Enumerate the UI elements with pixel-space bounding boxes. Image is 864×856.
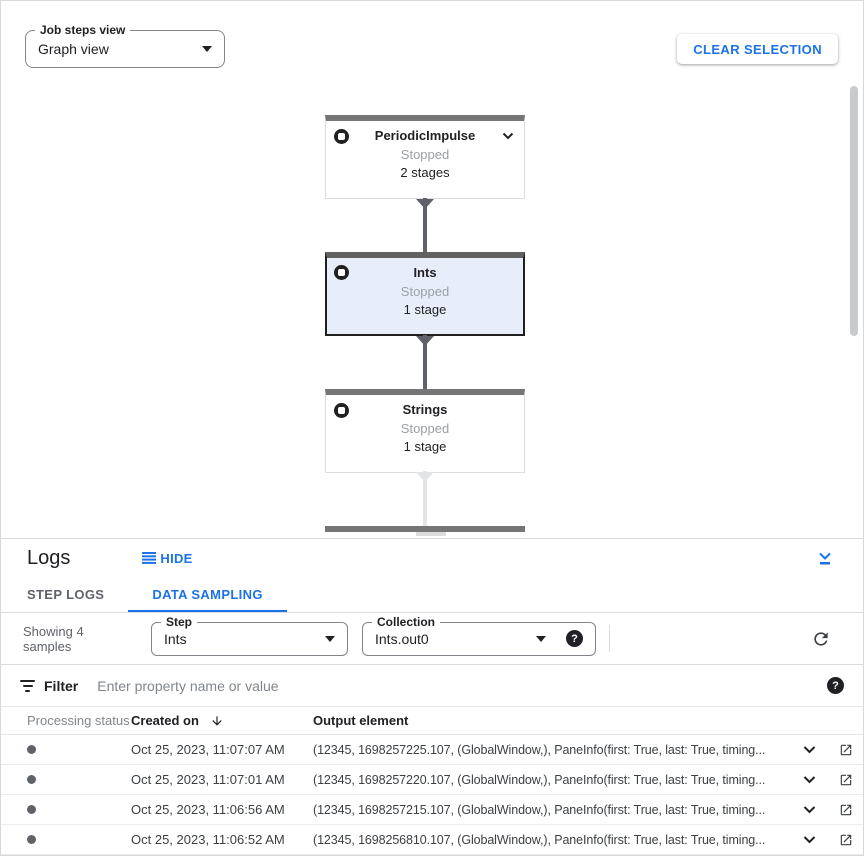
- refresh-icon[interactable]: [809, 627, 833, 651]
- expand-row-chevron-icon[interactable]: [802, 775, 817, 785]
- stopped-status-icon: [334, 403, 349, 418]
- node-title: PeriodicImpulse: [374, 128, 476, 143]
- edge-arrow-icon: [416, 336, 434, 346]
- logs-panel: Logs HIDE STEP LOGS DATA SAMPLING Showin…: [1, 538, 863, 855]
- step-select[interactable]: Step Ints: [151, 614, 348, 656]
- processing-status-dot: [27, 805, 36, 814]
- graph-node-partial: [325, 526, 525, 532]
- output-element-cell: (12345, 1698257220.107, (GlobalWindow,),…: [313, 772, 766, 787]
- created-on-cell: Oct 25, 2023, 11:07:07 AM: [131, 742, 285, 757]
- sort-descending-icon: [212, 715, 222, 726]
- logs-panel-title: Logs: [27, 546, 71, 569]
- column-header-output-element: Output element: [313, 713, 409, 728]
- created-on-cell: Oct 25, 2023, 11:06:56 AM: [131, 802, 285, 817]
- dropdown-arrow-icon: [536, 635, 546, 642]
- logs-panel-header: Logs HIDE: [1, 539, 863, 577]
- hide-label: HIDE: [160, 550, 193, 566]
- expand-row-chevron-icon[interactable]: [802, 805, 817, 815]
- chevron-down-icon[interactable]: [502, 132, 514, 140]
- collection-select-label: Collection: [372, 614, 441, 630]
- node-stages: 2 stages: [400, 165, 450, 180]
- vertical-divider: [609, 625, 610, 652]
- tab-data-sampling[interactable]: DATA SAMPLING: [128, 577, 288, 612]
- open-in-new-icon[interactable]: [838, 832, 854, 848]
- created-on-cell: Oct 25, 2023, 11:07:01 AM: [131, 772, 285, 787]
- job-steps-view-value: Graph view: [38, 41, 109, 57]
- open-in-new-icon[interactable]: [838, 772, 854, 788]
- step-select-label: Step: [161, 614, 198, 630]
- help-icon[interactable]: ?: [566, 630, 583, 647]
- column-header-processing-status: Processing status: [27, 713, 130, 728]
- created-on-cell: Oct 25, 2023, 11:06:52 AM: [131, 832, 285, 847]
- sample-count-text: Showing 4 samples: [23, 623, 84, 654]
- output-element-cell: (12345, 1698257215.107, (GlobalWindow,),…: [313, 802, 766, 817]
- job-steps-view-select[interactable]: Job steps view Graph view: [25, 23, 225, 68]
- clear-selection-button[interactable]: CLEAR SELECTION: [677, 34, 838, 64]
- table-row: Oct 25, 2023, 11:07:01 AM (12345, 169825…: [1, 765, 863, 795]
- created-on-label: Created on: [131, 713, 199, 728]
- collection-select[interactable]: Collection Ints.out0 ?: [362, 614, 596, 656]
- open-in-new-icon[interactable]: [838, 742, 854, 758]
- column-header-created-on[interactable]: Created on: [131, 713, 313, 728]
- expand-row-chevron-icon[interactable]: [802, 745, 817, 755]
- node-status: Stopped: [400, 284, 450, 299]
- processing-status-dot: [27, 775, 36, 784]
- filter-bar: Filter ?: [1, 665, 863, 707]
- table-row: Oct 25, 2023, 11:06:56 AM (12345, 169825…: [1, 795, 863, 825]
- filter-label: Filter: [44, 677, 79, 694]
- graph-edge: [423, 335, 427, 389]
- node-status: Stopped: [400, 421, 450, 436]
- node-stages: 1 stage: [403, 439, 447, 454]
- open-in-new-icon[interactable]: [838, 802, 854, 818]
- graph-node-partial-fragment: [416, 532, 446, 536]
- expand-row-chevron-icon[interactable]: [802, 835, 817, 845]
- help-icon[interactable]: ?: [827, 677, 844, 694]
- stopped-status-icon: [334, 265, 349, 280]
- graph-node-ints[interactable]: Ints Stopped 1 stage: [325, 252, 525, 336]
- processing-status-dot: [27, 745, 36, 754]
- graph-node-periodicimpulse[interactable]: PeriodicImpulse Stopped 2 stages: [325, 115, 525, 199]
- node-title: Ints: [413, 265, 437, 280]
- node-status: Stopped: [400, 147, 450, 162]
- hide-logs-button[interactable]: HIDE: [142, 551, 192, 566]
- logs-tab-bar: STEP LOGS DATA SAMPLING: [1, 577, 863, 613]
- tab-step-logs[interactable]: STEP LOGS: [27, 587, 105, 602]
- dropdown-arrow-icon: [202, 46, 212, 52]
- table-row: Oct 25, 2023, 11:06:52 AM (12345, 169825…: [1, 825, 863, 855]
- stopped-status-icon: [334, 129, 349, 144]
- output-element-cell: (12345, 1698257225.107, (GlobalWindow,),…: [313, 742, 766, 757]
- filter-icon: [20, 679, 35, 692]
- table-header-row: Processing status Created on Output elem…: [1, 707, 863, 735]
- edge-arrow-icon: [416, 199, 434, 209]
- graph-scrollbar-thumb[interactable]: [850, 86, 858, 336]
- graph-edge: [423, 471, 427, 526]
- job-steps-view-label: Job steps view: [35, 23, 131, 38]
- filter-input[interactable]: [95, 676, 815, 695]
- graph-edge: [423, 198, 427, 252]
- graph-node-strings[interactable]: Strings Stopped 1 stage: [325, 389, 525, 473]
- collapse-panel-icon[interactable]: [815, 549, 835, 568]
- processing-status-dot: [27, 835, 36, 844]
- node-stages: 1 stage: [403, 302, 447, 317]
- table-row: Oct 25, 2023, 11:07:07 AM (12345, 169825…: [1, 735, 863, 765]
- step-select-value: Ints: [164, 630, 187, 647]
- output-element-cell: (12345, 1698256810.107, (GlobalWindow,),…: [313, 832, 766, 847]
- job-graph-canvas: Job steps view Graph view CLEAR SELECTIO…: [1, 1, 863, 538]
- edge-arrow-icon: [416, 472, 434, 482]
- collection-select-value: Ints.out0: [375, 630, 429, 647]
- dropdown-arrow-icon: [325, 635, 335, 642]
- node-title: Strings: [402, 402, 448, 417]
- reorder-icon: [142, 552, 157, 564]
- sampling-controls-bar: Showing 4 samples Step Ints Collection I…: [1, 613, 863, 665]
